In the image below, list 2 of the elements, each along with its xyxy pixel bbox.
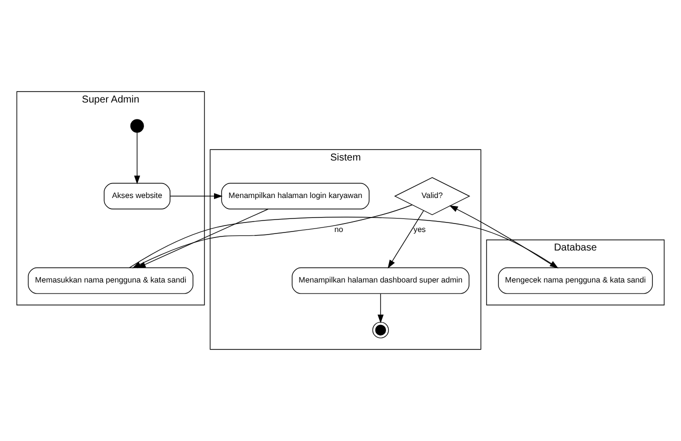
edge-label: yes: [414, 224, 426, 234]
edge-label: no: [334, 224, 344, 234]
